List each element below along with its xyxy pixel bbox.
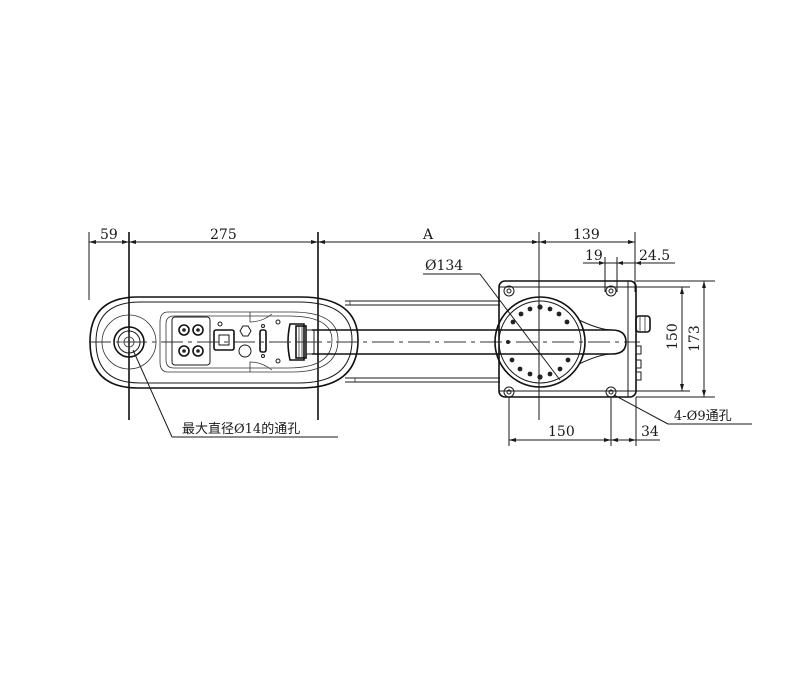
pneumatic-fitting-icons — [178, 324, 204, 357]
right-dimensions: 150 173 — [620, 280, 715, 398]
dim-19: 19 — [585, 248, 603, 264]
dim-dia-134: Ø134 — [425, 258, 463, 274]
dim-139: 139 — [573, 227, 600, 243]
dim-24-5: 24.5 — [639, 248, 670, 264]
round-plug-icon — [238, 344, 252, 358]
hex-nut-icon — [239, 325, 252, 337]
dim-34: 34 — [641, 424, 659, 440]
rear-cable-gland — [635, 315, 651, 333]
bolt-circle — [506, 304, 571, 380]
dim-19-24-5: 19 24.5 — [583, 248, 675, 292]
dim-59: 59 — [100, 227, 118, 243]
ethernet-port-icon — [213, 329, 235, 351]
mount-holes-note: 4-Ø9通孔 — [674, 409, 732, 424]
dim-150-vertical: 150 — [665, 323, 681, 350]
joint-1-housing — [494, 296, 586, 388]
through-hole-note: 最大直径Ø14的通孔 — [182, 421, 300, 437]
mount-holes-callout: 4-Ø9通孔 — [613, 394, 752, 425]
top-dimension-chain: 59 275 A 139 — [88, 227, 636, 420]
connector-panel — [171, 312, 281, 372]
db-connector-icon — [259, 329, 267, 353]
dim-173-vertical: 173 — [687, 325, 703, 352]
bottom-dimensions: 150 34 — [508, 397, 660, 446]
arm-link-1 — [89, 300, 640, 383]
dia-134-callout: Ø134 — [423, 258, 561, 381]
dim-275: 275 — [210, 227, 237, 243]
dim-A: A — [422, 227, 434, 243]
mount-hole-icons — [503, 285, 617, 398]
dim-150-horizontal: 150 — [548, 424, 575, 440]
robot-base — [494, 280, 651, 398]
through-hole-callout: 最大直径Ø14的通孔 — [132, 349, 338, 438]
